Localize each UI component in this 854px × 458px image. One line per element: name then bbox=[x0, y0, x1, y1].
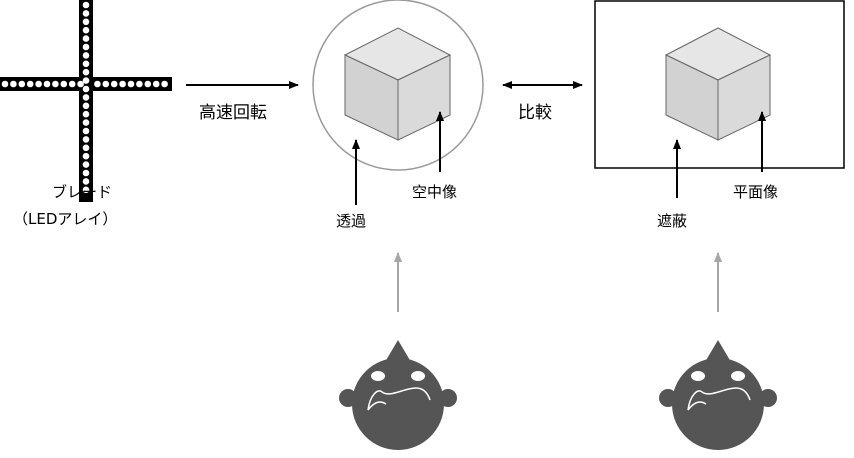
flat-display-frame bbox=[594, 0, 845, 169]
led-dot bbox=[26, 80, 34, 88]
led-dot bbox=[82, 18, 90, 26]
viewer-face-icon-right bbox=[659, 340, 777, 450]
led-dot bbox=[82, 52, 90, 59]
led-dot bbox=[82, 60, 90, 68]
led-dot bbox=[77, 80, 84, 88]
led-dot bbox=[127, 80, 135, 88]
led-dot bbox=[82, 119, 90, 126]
occlusion-label: 遮蔽 bbox=[657, 212, 688, 230]
blade-sub-label: （LEDアレイ） bbox=[13, 210, 118, 228]
led-dot bbox=[161, 80, 168, 88]
led-dot bbox=[82, 178, 90, 185]
led-dot bbox=[82, 152, 90, 160]
led-dot bbox=[82, 144, 90, 152]
viewer-face-icon-left bbox=[339, 340, 457, 450]
led-dot bbox=[18, 80, 26, 88]
spin-label: 高速回転 bbox=[199, 103, 267, 123]
led-dot bbox=[82, 136, 90, 143]
led-dot bbox=[136, 80, 143, 88]
led-dot bbox=[52, 80, 59, 88]
led-dot bbox=[82, 127, 90, 135]
led-dot bbox=[43, 80, 51, 88]
led-dot bbox=[82, 102, 90, 110]
led-dot bbox=[82, 169, 90, 177]
led-dot bbox=[82, 26, 90, 34]
flat-cube-icon bbox=[664, 27, 772, 141]
led-dot bbox=[82, 186, 90, 194]
led-dot bbox=[82, 43, 90, 51]
transmission-label: 透過 bbox=[336, 212, 367, 230]
led-dot bbox=[144, 80, 152, 88]
aerial-cube-icon bbox=[343, 27, 452, 141]
led-dot bbox=[82, 85, 90, 93]
led-dot bbox=[82, 1, 90, 9]
aerial-image-label: 空中像 bbox=[412, 183, 458, 201]
swept-volume-circle bbox=[312, 0, 484, 171]
led-blade-cross-icon bbox=[0, 0, 172, 202]
led-dot bbox=[82, 35, 90, 42]
flat-image-label: 平面像 bbox=[733, 183, 779, 201]
led-dot bbox=[1, 80, 9, 88]
led-dot bbox=[82, 161, 90, 168]
led-dot bbox=[60, 80, 68, 88]
led-dot bbox=[10, 80, 17, 88]
led-dot bbox=[102, 80, 110, 88]
led-dot bbox=[110, 80, 118, 88]
led-dot bbox=[82, 77, 90, 84]
led-dot bbox=[94, 80, 101, 88]
led-dot bbox=[152, 80, 160, 88]
led-dot bbox=[68, 80, 76, 88]
led-dot bbox=[82, 10, 90, 17]
compare-label: 比較 bbox=[518, 103, 552, 123]
led-dot bbox=[82, 110, 90, 118]
blade-label: ブレード bbox=[52, 183, 113, 201]
led-dot bbox=[82, 68, 90, 76]
led-dot bbox=[82, 94, 90, 101]
led-dot bbox=[119, 80, 126, 88]
led-dot bbox=[35, 80, 42, 88]
